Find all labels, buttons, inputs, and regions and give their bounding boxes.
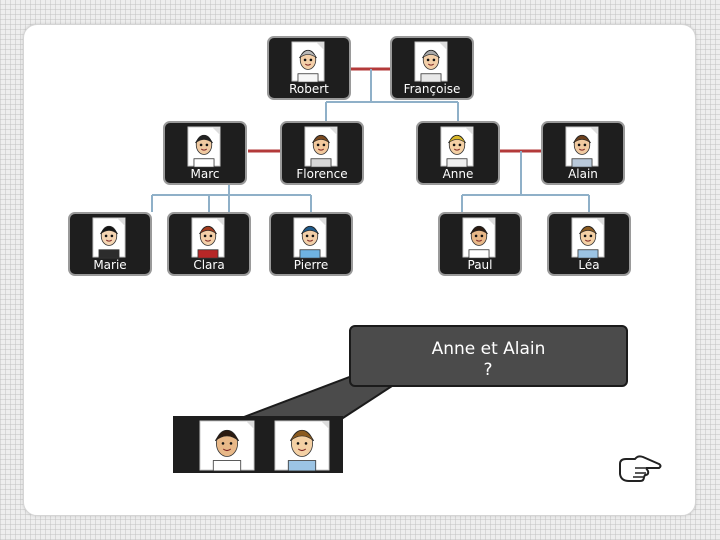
person-name: Paul [467, 258, 493, 272]
person-name: Robert [289, 82, 329, 96]
couple-strip [173, 416, 343, 473]
person-card-alain[interactable]: Alain [541, 121, 625, 185]
face-icon [187, 126, 221, 168]
person-card-robert[interactable]: Robert [267, 36, 351, 100]
person-name: Anne [442, 167, 474, 181]
person-name: Clara [193, 258, 225, 272]
face-icon [291, 41, 325, 83]
question-text: Anne et Alain [431, 339, 546, 359]
person-name: Florence [296, 167, 348, 181]
person-name: Pierre [293, 258, 329, 272]
person-card-florence[interactable]: Florence [280, 121, 364, 185]
question-mark: ? [483, 360, 494, 380]
person-card-marc[interactable]: Marc [163, 121, 247, 185]
person-name: Léa [578, 258, 600, 272]
face-icon [571, 217, 605, 259]
face-icon [304, 126, 338, 168]
person-card-pierre[interactable]: Pierre [269, 212, 353, 276]
pointing-hand-icon[interactable] [617, 452, 663, 486]
person-name: Alain [568, 167, 598, 181]
question-bubble: Anne et Alain ? [349, 325, 628, 387]
face-icon [293, 217, 327, 259]
person-name: Marc [190, 167, 220, 181]
person-name: Marie [93, 258, 127, 272]
person-card-marie[interactable]: Marie [68, 212, 152, 276]
face-icon [92, 217, 126, 259]
face-icon[interactable] [273, 420, 333, 472]
face-icon[interactable] [198, 420, 258, 472]
person-card-clara[interactable]: Clara [167, 212, 251, 276]
face-icon [191, 217, 225, 259]
face-icon [440, 126, 474, 168]
person-name: Françoise [403, 82, 461, 96]
person-card-paul[interactable]: Paul [438, 212, 522, 276]
person-card-lea[interactable]: Léa [547, 212, 631, 276]
face-icon [414, 41, 448, 83]
person-card-francoise[interactable]: Françoise [390, 36, 474, 100]
face-icon [565, 126, 599, 168]
person-card-anne[interactable]: Anne [416, 121, 500, 185]
face-icon [462, 217, 496, 259]
